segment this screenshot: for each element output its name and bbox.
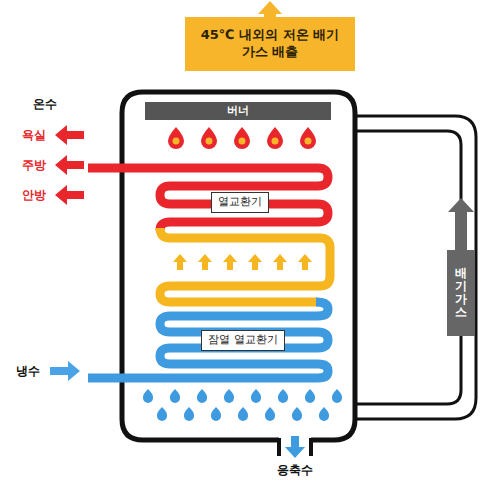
condensate-drops xyxy=(143,389,342,421)
drop xyxy=(292,407,302,421)
transition-coil xyxy=(160,228,330,302)
flame-outer xyxy=(267,127,283,149)
flame-outer xyxy=(201,127,217,149)
heat-arrow xyxy=(198,254,212,270)
drop xyxy=(265,407,275,421)
flame-outer xyxy=(234,127,250,149)
drop xyxy=(143,389,153,403)
node-text: 잠열 열교환기 xyxy=(208,333,278,347)
burner-flames xyxy=(168,127,316,149)
outlet-label: 주방 xyxy=(22,158,46,172)
heat-exchanger-coil xyxy=(88,168,328,230)
latent-heat-exchanger-box: 잠열 열교환기 xyxy=(201,330,285,351)
flame xyxy=(234,127,250,149)
drop xyxy=(251,389,261,403)
hot-water-arrow xyxy=(55,185,84,205)
heat-arrow xyxy=(173,254,187,270)
exhaust-arrow xyxy=(258,1,282,18)
flame-core xyxy=(206,138,213,145)
drop xyxy=(157,407,167,421)
boiler-housing xyxy=(122,92,355,440)
heat-arrow xyxy=(273,254,287,270)
heat-arrow xyxy=(298,254,312,270)
cold-water-label: 냉수 xyxy=(16,364,40,378)
flame-outer xyxy=(300,127,316,149)
heat-arrow xyxy=(223,254,237,270)
heat-arrow xyxy=(248,254,262,270)
flue-inner xyxy=(355,131,461,404)
heat-arrows xyxy=(173,254,312,270)
flame xyxy=(201,127,217,149)
drop xyxy=(319,407,329,421)
exhaust-band-arrow xyxy=(448,198,474,250)
drop xyxy=(332,389,342,403)
heat-exchanger-box: 열교환기 xyxy=(211,192,269,213)
drop xyxy=(238,407,248,421)
condensate-label: 응축수 xyxy=(277,463,313,477)
drop xyxy=(170,389,180,403)
exhaust-outlet-box: 45℃ 내외의 저온 배기가스 배출 xyxy=(185,17,355,71)
drop xyxy=(197,389,207,403)
outlet-label: 안방 xyxy=(22,188,46,202)
drop xyxy=(211,407,221,421)
flame-core xyxy=(239,138,246,145)
outlet-label: 욕실 xyxy=(22,128,46,142)
node-text: 버너 xyxy=(227,104,249,118)
condensate-arrow xyxy=(285,436,305,458)
flame xyxy=(300,127,316,149)
burner-bar: 버너 xyxy=(145,102,331,120)
drop xyxy=(224,389,234,403)
flame-core xyxy=(272,138,279,145)
flame xyxy=(168,127,184,149)
node-text: 배기가스 xyxy=(455,267,467,320)
cold-water-arrow xyxy=(50,361,80,381)
drop xyxy=(184,407,194,421)
exhaust-band: 배기가스 xyxy=(447,250,475,336)
latent-heat-exchanger-coil xyxy=(88,302,328,378)
drop xyxy=(305,389,315,403)
flame-core xyxy=(173,138,180,145)
node-text: 45℃ 내외의 저온 배기가스 배출 xyxy=(195,27,345,61)
flame-outer xyxy=(168,127,184,149)
hot-water-label: 온수 xyxy=(33,97,57,111)
flame xyxy=(267,127,283,149)
flame-core xyxy=(305,138,312,145)
drop xyxy=(278,389,288,403)
flue-outer xyxy=(355,116,476,419)
hot-water-arrow xyxy=(55,155,84,175)
node-text: 열교환기 xyxy=(218,195,262,209)
hot-water-arrow xyxy=(55,125,84,145)
